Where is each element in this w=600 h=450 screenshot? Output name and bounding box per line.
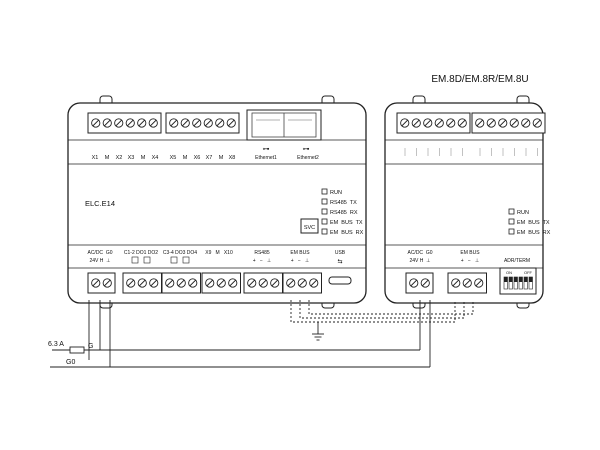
ground-icon (312, 333, 324, 341)
led-label: RS485 TX (330, 200, 357, 206)
bottom-group-sub: 24V H ⊥ (409, 258, 430, 264)
fuse-label: 6.3 A (48, 341, 64, 348)
led-label: RS485 RX (330, 210, 358, 216)
usb-icon: ⇆ (337, 258, 342, 265)
top-label: M (183, 155, 188, 161)
terminal-block-exp-top-a (396, 112, 471, 134)
expansion-bottom-terminals (405, 272, 487, 294)
terminal-block-exp-em-bus (447, 272, 487, 294)
bottom-group-label: AC/DC G0 (407, 250, 432, 256)
led-label: RUN (517, 210, 529, 216)
top-label: M (141, 155, 146, 161)
top-label: X6 (194, 155, 201, 161)
top-terminal-labels: X1 M X2 X3 M X4 X5 M X6 X7 M X8 (92, 155, 236, 161)
bottom-group-label: AC/DC G0 (87, 250, 112, 256)
wiring (50, 300, 474, 368)
led-indicator (321, 228, 328, 235)
top-label: M (219, 155, 224, 161)
bottom-group-sub: + − ⊥ (291, 258, 310, 264)
expansion-status-leds: RUN EM BUS TX EM BUS RX (508, 208, 551, 236)
g-label: G (88, 343, 93, 350)
usb-port[interactable] (328, 276, 352, 285)
dip-off-label: OFF (524, 270, 533, 275)
led-indicator (321, 198, 328, 205)
terminal-block-exp-power (405, 272, 434, 294)
main-module: X1 M X2 X3 M X4 X5 M X6 X7 M X8 ⊶ ⊶ Ethe… (67, 95, 367, 309)
bottom-group-label: C1-2 DO1 DO2 (124, 250, 158, 256)
ethernet1-label: Ethernet1 (255, 155, 277, 161)
terminal-block-do1-do2 (122, 272, 162, 294)
led-indicator (321, 208, 328, 215)
bottom-group-sub: 24V H ⊥ (89, 258, 110, 264)
bottom-group-sub: + − ⊥ (253, 258, 272, 264)
relay-icon (182, 256, 190, 264)
bottom-terminal-blocks (87, 272, 322, 294)
top-terminal-blocks (87, 112, 240, 134)
top-label: M (105, 155, 110, 161)
terminal-block-exp-top-b (471, 112, 546, 134)
terminal-block-x1-x4 (87, 112, 162, 134)
led-indicator (321, 188, 328, 195)
ethernet-ports: ⊶ ⊶ Ethernet1 Ethernet2 (246, 109, 322, 161)
led-indicator (508, 218, 515, 225)
fuse-icon (69, 346, 85, 354)
dip-on-label: ON (506, 270, 512, 275)
terminal-block-x9-x10 (201, 272, 241, 294)
led-label: EM BUS RX (330, 230, 364, 236)
bottom-group-label: ADR/TERM (504, 258, 530, 264)
main-status-leds: RUN RS485 TX RS485 RX EM BUS TX EM BUS R… (321, 188, 364, 236)
bottom-group-label: X9 M X10 (205, 250, 233, 256)
bottom-group-label: EM BUS (290, 250, 310, 256)
relay-icon (131, 256, 139, 264)
main-module-body (67, 102, 367, 304)
led-indicator (508, 228, 515, 235)
led-label: EM BUS TX (330, 220, 363, 226)
terminal-block-x5-x8 (165, 112, 240, 134)
top-label: X8 (229, 155, 236, 161)
led-label: EM BUS TX (517, 220, 550, 226)
ethernet-port-icon: ⊶ (263, 146, 270, 153)
main-bottom-labels: AC/DC G0 24V H ⊥ C1-2 DO1 DO2 C3-4 DO3 D… (87, 250, 345, 265)
led-label: EM BUS RX (517, 230, 551, 236)
top-label: X7 (206, 155, 213, 161)
bottom-group-sub: + − ⊥ (461, 258, 480, 264)
bottom-group-label: RS485 (254, 250, 270, 256)
svc-label: SVC (304, 225, 315, 231)
top-label: X1 (92, 155, 99, 161)
top-label: X5 (170, 155, 177, 161)
expansion-label-ticks (404, 148, 538, 156)
led-label: RUN (330, 190, 342, 196)
led-indicator (508, 208, 515, 215)
bottom-group-label: C3-4 DO3 DO4 (163, 250, 197, 256)
main-module-name: ELC.E14 (85, 199, 115, 208)
top-label: X4 (152, 155, 159, 161)
ethernet2-label: Ethernet2 (297, 155, 319, 161)
terminal-block-do3-do4 (161, 272, 201, 294)
relay-icon (143, 256, 151, 264)
expansion-module: RUN EM BUS TX EM BUS RX AC/DC G0 24V H ⊥… (384, 95, 551, 309)
ethernet-port-icon: ⊶ (303, 146, 310, 153)
expansion-top-terminals (396, 112, 546, 134)
terminal-block-rs485 (243, 272, 283, 294)
led-indicator (321, 218, 328, 225)
svc-button[interactable] (300, 218, 319, 234)
bottom-group-label: USB (335, 250, 346, 256)
top-label: X2 (116, 155, 123, 161)
expansion-title: EM.8D/EM.8R/EM.8U (431, 74, 528, 85)
g0-label: G0 (66, 359, 75, 366)
terminal-block-power (87, 272, 116, 294)
expansion-bottom-labels: AC/DC G0 24V H ⊥ EM BUS + − ⊥ ADR/TERM (407, 250, 530, 264)
bottom-group-label: EM BUS (460, 250, 480, 256)
dip-switch[interactable]: ON OFF (499, 267, 537, 295)
relay-icon (170, 256, 178, 264)
terminal-block-em-bus (282, 272, 322, 294)
top-label: X3 (128, 155, 135, 161)
